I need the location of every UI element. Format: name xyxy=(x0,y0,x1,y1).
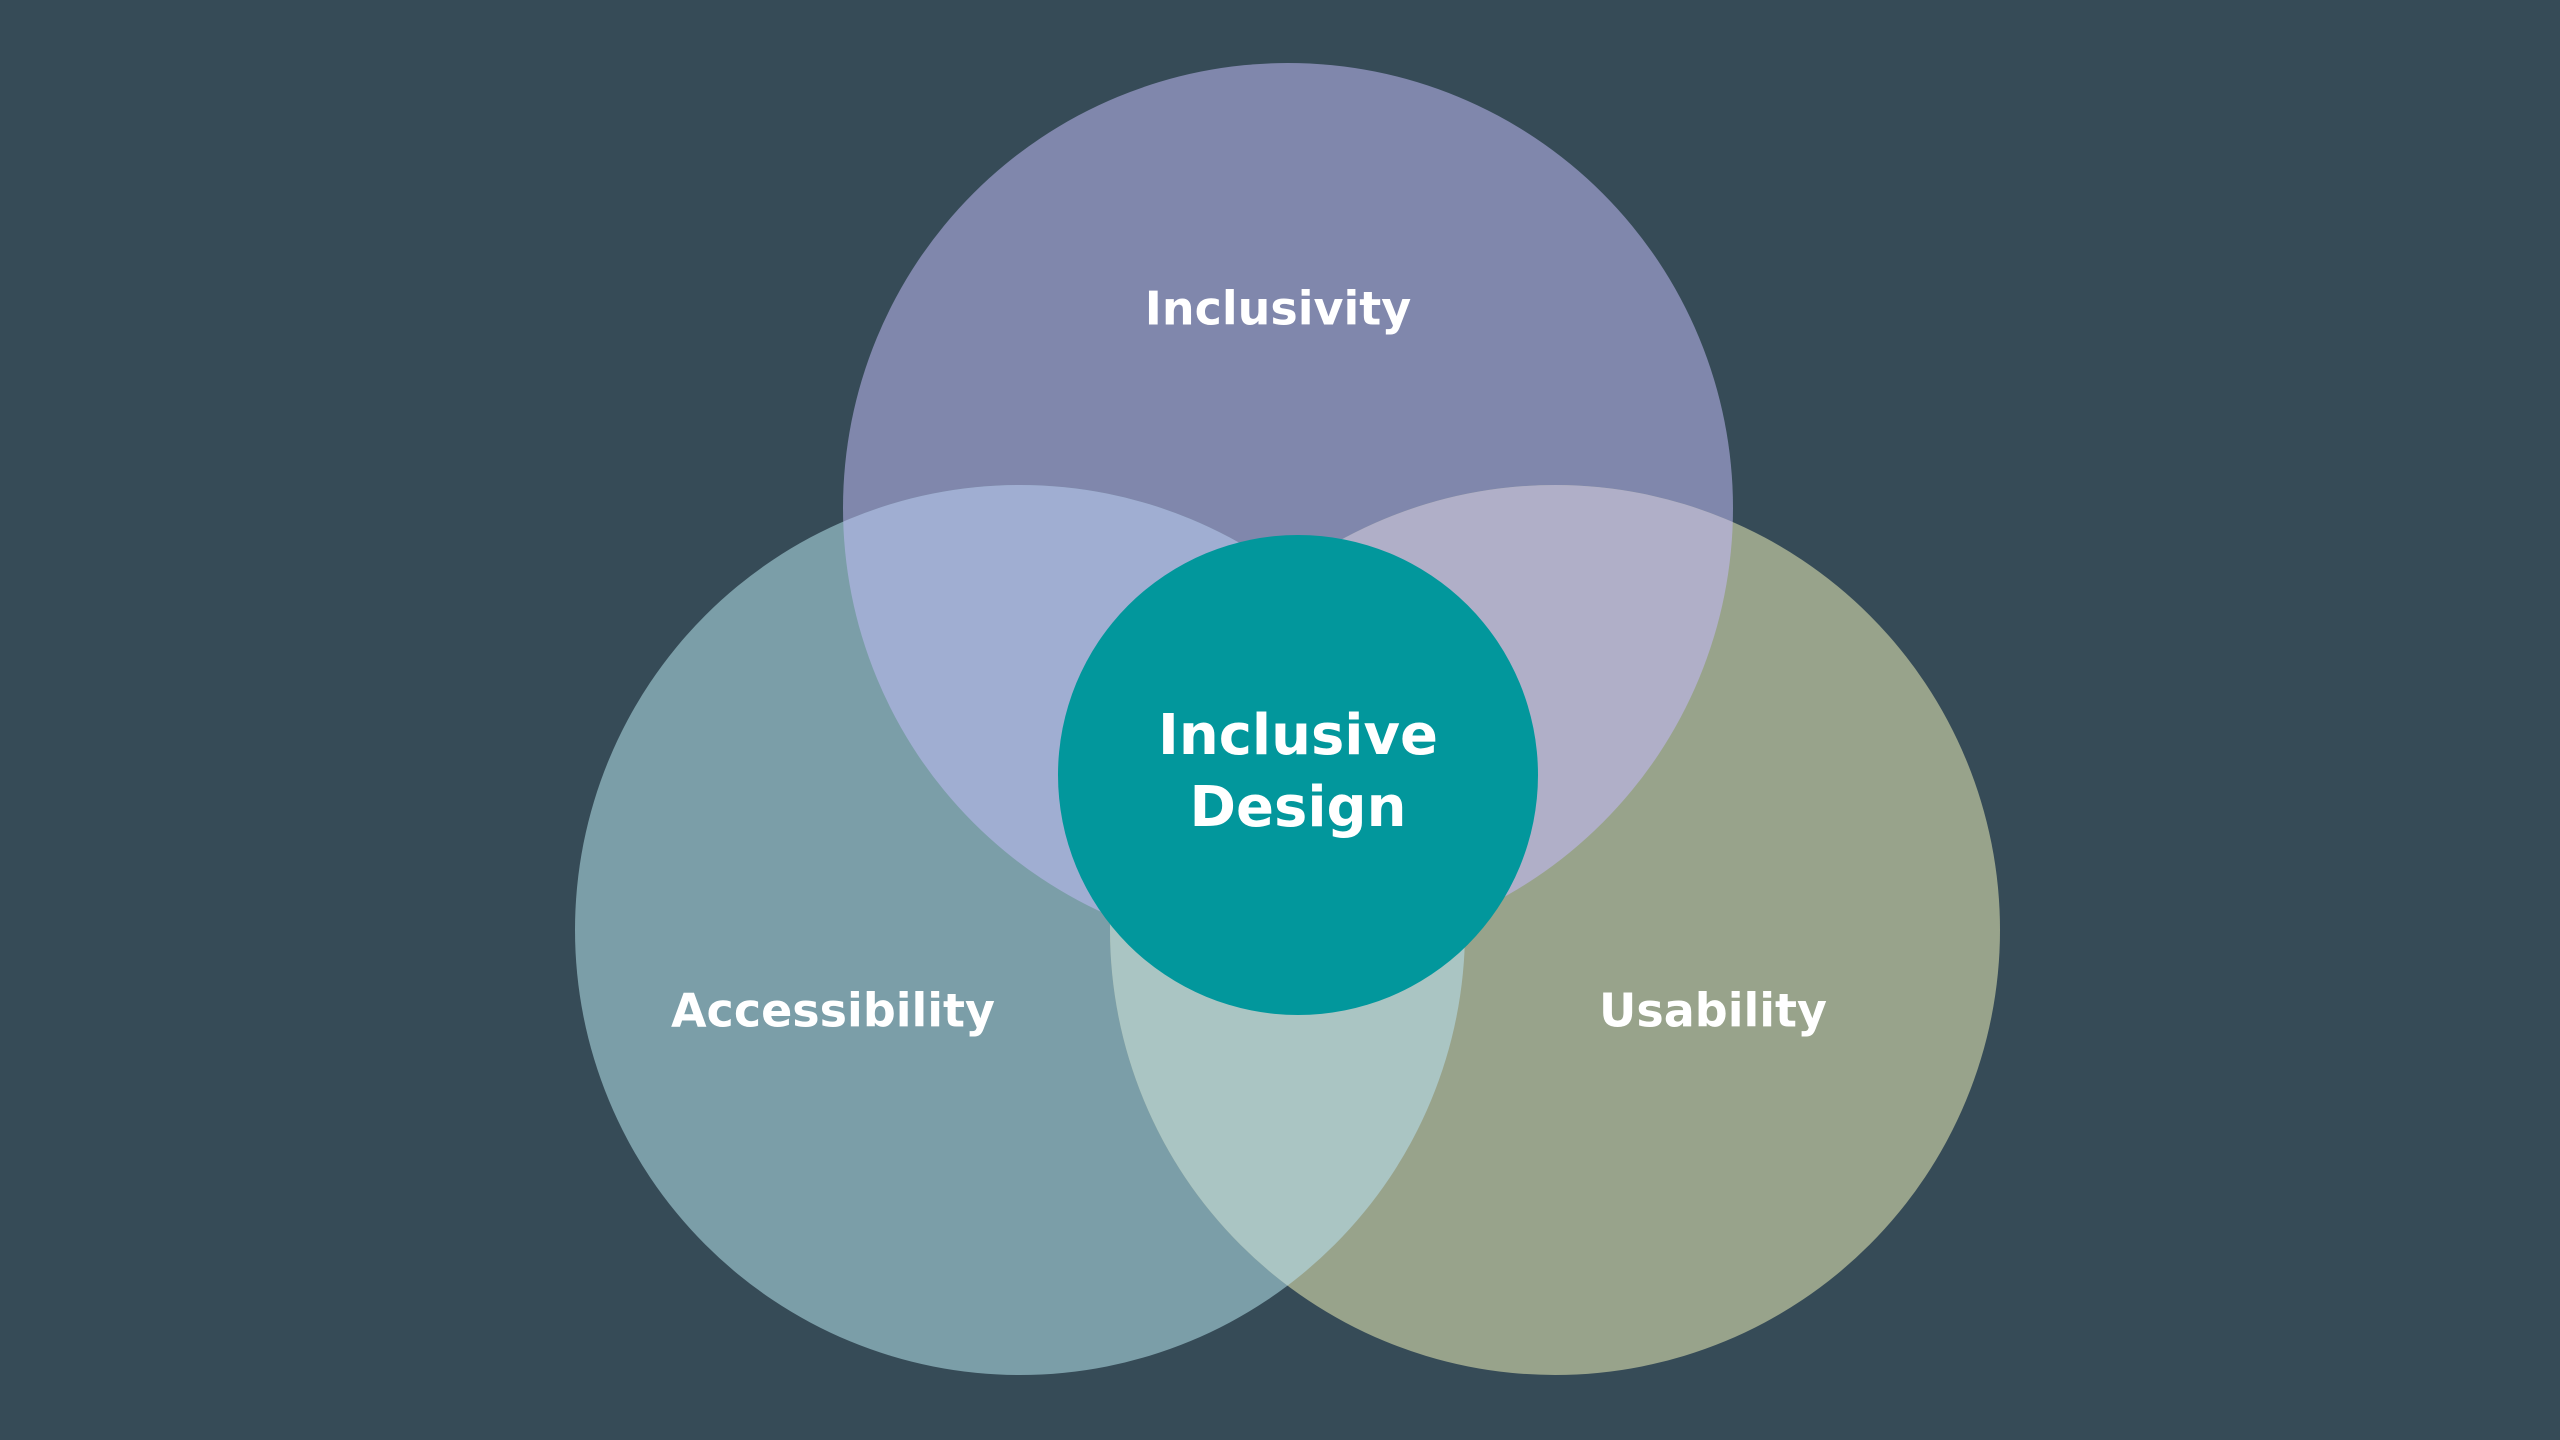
center-circle xyxy=(1058,535,1538,1015)
center-label-line2: Design xyxy=(1190,775,1407,840)
accessibility-label: Accessibility xyxy=(671,984,995,1038)
usability-label: Usability xyxy=(1599,984,1827,1038)
inclusivity-label: Inclusivity xyxy=(1145,282,1412,336)
center-label-line1: Inclusive xyxy=(1158,703,1438,768)
